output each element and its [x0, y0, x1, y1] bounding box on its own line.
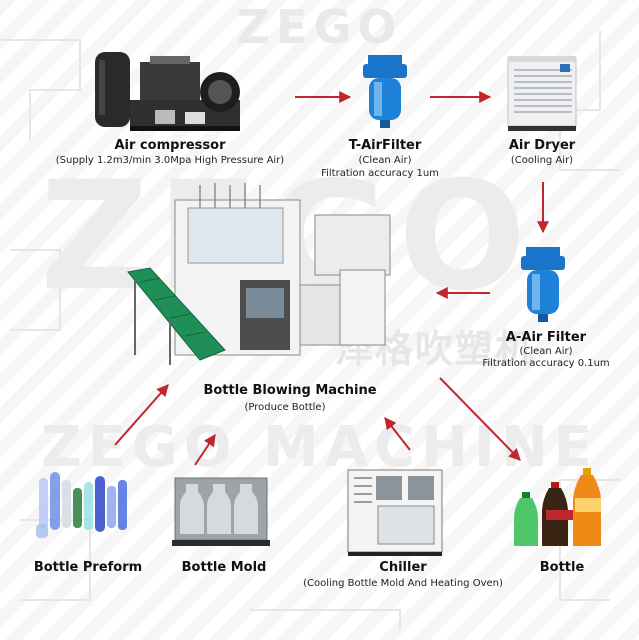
air-compressor-subtitle: (Supply 1.2m3/min 3.0Mpa High Pressure A… [55, 155, 285, 166]
air-dryer-subtitle: (Cooling Air) [510, 155, 574, 166]
t-air-filter-subtitle: (Clean Air) [358, 155, 412, 166]
a-air-filter-icon [521, 247, 565, 322]
arrow-bottle-preform-to-bottle-blowing-machine [114, 384, 169, 446]
t-air-filter-title: T-AirFilter [348, 138, 422, 153]
bottle-blowing-machine-subtitle: (Produce Bottle) [244, 402, 326, 413]
bottle-preform-title: Bottle Preform [33, 560, 143, 575]
air-dryer-title: Air Dryer [508, 138, 576, 153]
chiller-title: Chiller [379, 560, 427, 575]
a-air-filter-title: A-Air Filter [505, 330, 587, 345]
arrow-bottle-mold-to-bottle-blowing-machine [194, 434, 216, 466]
chiller-subtitle: (Cooling Bottle Mold And Heating Oven) [303, 578, 503, 589]
air-compressor-icon [95, 52, 240, 131]
arrow-layer [114, 91, 549, 466]
bottle-title: Bottle [539, 560, 585, 575]
a-air-filter-subtitle: (Clean Air) [519, 346, 573, 357]
bottle-products-icon [514, 468, 601, 546]
bottle-blowing-machine-title: Bottle Blowing Machine [203, 383, 377, 398]
chiller-icon [347, 469, 443, 556]
arrow-chiller-to-bottle-blowing-machine [384, 417, 411, 451]
arrow-bottle-blowing-machine-to-bottle [439, 377, 521, 461]
bottle-blowing-machine-icon [127, 183, 391, 365]
air-dryer-icon [507, 56, 577, 131]
a-air-filter-note: Filtration accuracy 0.1um [482, 358, 610, 369]
bottle-mold-title: Bottle Mold [181, 560, 267, 575]
t-air-filter-note: Filtration accuracy 1um [321, 168, 439, 179]
watermark-top: ZEGO [236, 0, 403, 54]
t-air-filter-icon [363, 55, 407, 128]
bottle-mold-icon [172, 477, 270, 546]
air-compressor-title: Air compressor [114, 138, 226, 153]
bottle-preform-icon [36, 472, 127, 538]
